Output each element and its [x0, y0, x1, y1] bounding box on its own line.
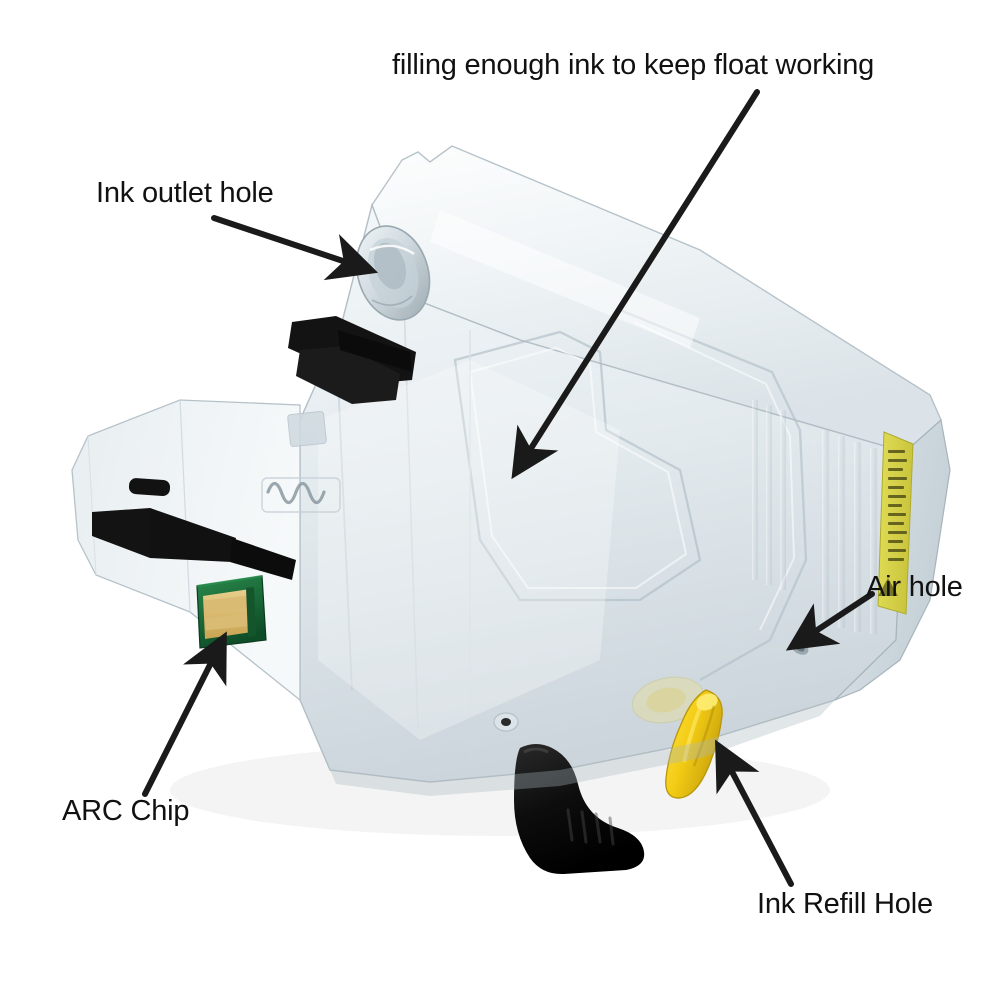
- cartridge-body: [71, 145, 951, 875]
- body-ribs: [752, 400, 877, 634]
- pivot-hole: [493, 712, 519, 732]
- rail-clip-upper-right: [338, 330, 412, 372]
- release-lever: [514, 744, 645, 875]
- chip-contact-pad: [203, 595, 251, 613]
- rail-clip-lower-ext: [150, 508, 236, 562]
- arrow-ink-refill-hole: [715, 739, 794, 887]
- callout-arrows: [142, 89, 875, 887]
- arrow-air-hole: [785, 591, 875, 651]
- warning-label: [877, 431, 914, 615]
- spring-contact-icon: [261, 477, 341, 513]
- callout-label-filling: filling enough ink to keep float working: [392, 49, 875, 81]
- chip-contact-pad: [204, 613, 252, 631]
- callout-label-ink-outlet-hole: Ink outlet hole: [96, 177, 274, 209]
- rail-clips: [92, 316, 416, 580]
- refill-plug: [665, 689, 723, 799]
- warning-triangle-icon: [878, 578, 898, 596]
- arrow-arc-chip: [142, 631, 227, 797]
- arrow-filling: [511, 89, 760, 480]
- endcap-slot: [128, 478, 171, 496]
- arrow-ink-outlet-hole: [211, 215, 379, 281]
- callout-label-arc-chip: ARC Chip: [62, 795, 190, 827]
- rail-clip-lower-tip: [230, 538, 296, 580]
- callout-label-ink-refill-hole: Ink Refill Hole: [757, 888, 933, 920]
- callout-label-air-hole: Air hole: [866, 571, 963, 603]
- molded-square-detail: [287, 411, 327, 447]
- arc-chip: [196, 575, 267, 649]
- body-right-face: [834, 418, 951, 701]
- ink-refill-hole: [631, 676, 723, 799]
- rail-clip-top-inner: [296, 346, 400, 404]
